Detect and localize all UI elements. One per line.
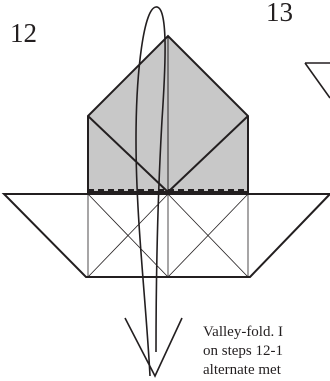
step-number-13: 13 <box>266 0 293 27</box>
caption-line-3: alternate met <box>203 362 281 378</box>
base-diagonal-3 <box>87 193 169 278</box>
valley-fold-arrow-icon <box>135 6 166 377</box>
white-base <box>1 193 330 278</box>
caption-line-1: Valley-fold. I <box>203 324 283 340</box>
instruction-caption: Valley-fold. I on steps 12-1 alternate m… <box>203 323 330 380</box>
flap-left-diagonal <box>87 115 169 193</box>
caption-line-2: on steps 12-1 <box>203 343 283 359</box>
step-13-shape <box>304 62 330 99</box>
flap-right-diagonal <box>167 115 249 193</box>
base-diagonal-4 <box>167 193 249 278</box>
step-number-12: 12 <box>10 18 37 48</box>
arrowhead-icon <box>124 317 183 378</box>
